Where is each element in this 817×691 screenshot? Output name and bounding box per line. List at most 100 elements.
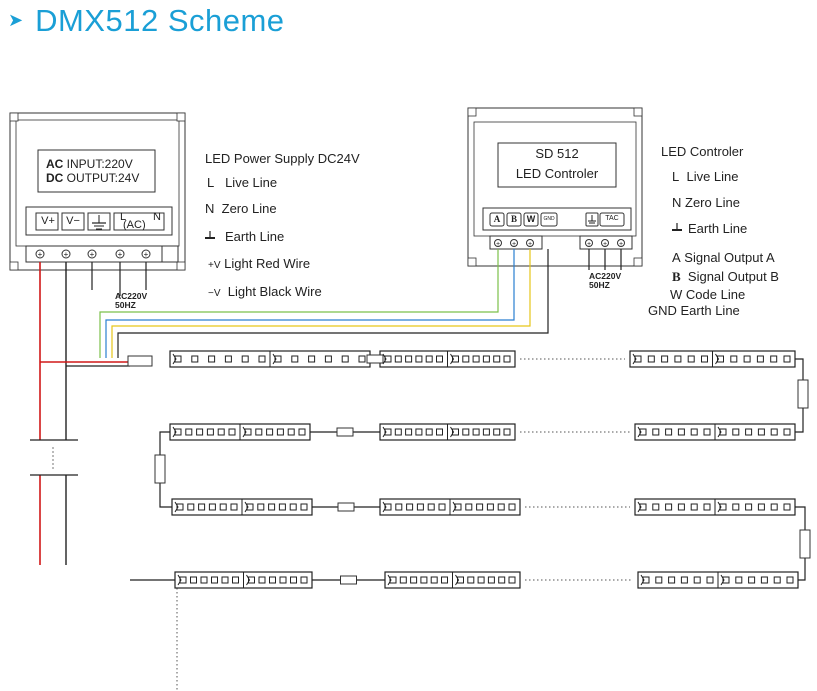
led-fixture <box>379 350 516 368</box>
led-dot <box>425 355 433 363</box>
led-dot <box>278 503 286 511</box>
led-dot <box>465 503 473 511</box>
led-dot <box>185 428 193 436</box>
terminal-vplus-label: V+ <box>41 215 55 227</box>
connector <box>154 454 166 484</box>
mount-tab <box>467 257 477 267</box>
page-title: ➤ DMX512 Scheme <box>8 0 285 40</box>
led-dot <box>425 428 433 436</box>
earth-icon <box>92 215 106 230</box>
led-dot <box>690 503 698 511</box>
led-dot <box>783 355 791 363</box>
fixture-endcap <box>382 353 387 365</box>
blue-wire <box>105 249 515 358</box>
led-dot <box>384 355 392 363</box>
led-dot <box>498 576 506 584</box>
fixture-endcap <box>387 574 392 586</box>
led-dot <box>241 355 249 363</box>
led-dot <box>655 576 663 584</box>
led-dot <box>642 576 650 584</box>
led-dot <box>467 576 475 584</box>
link-plug <box>337 502 355 512</box>
led-dot <box>230 503 238 511</box>
led-dot <box>427 503 435 511</box>
led-dot <box>717 355 724 363</box>
terminal-screw <box>526 239 534 247</box>
led-dot <box>224 355 232 363</box>
terminal-screw <box>585 239 593 247</box>
terminal-side <box>161 245 179 263</box>
fixture-endcap <box>450 426 455 438</box>
ctrl-legend-sigb: B Signal Output B <box>672 269 779 284</box>
led-dot <box>652 503 660 511</box>
led-dot <box>486 503 494 511</box>
led-dot <box>477 576 485 584</box>
led-dot <box>487 576 495 584</box>
led-dot <box>508 576 516 584</box>
fixture-endcap <box>450 353 455 365</box>
led-dot <box>415 428 423 436</box>
led-dot <box>208 503 216 511</box>
led-fixture <box>637 571 799 589</box>
terminal-vplus-box <box>35 212 59 231</box>
btn-b-box <box>506 212 522 227</box>
led-dot <box>476 503 484 511</box>
led-fixture <box>629 350 796 368</box>
btn-w-box <box>523 212 539 227</box>
led-dot <box>719 428 727 436</box>
led-dot <box>416 503 424 511</box>
led-dot <box>677 503 685 511</box>
fixture-endcap <box>272 353 277 365</box>
fixture-endcap <box>720 574 725 586</box>
btn-gnd-box <box>540 212 558 227</box>
led-dot <box>652 428 660 436</box>
terminal-plus: + <box>587 241 591 248</box>
led-dot <box>394 428 402 436</box>
led-dot <box>179 576 187 584</box>
led-dot <box>176 503 184 511</box>
terminal-n-label: N <box>153 211 161 223</box>
led-dot <box>244 428 252 436</box>
power-supply-unit <box>9 112 186 271</box>
terminal-vminus-label: V− <box>66 215 80 227</box>
led-dot <box>680 576 688 584</box>
led-dot <box>457 576 464 584</box>
terminal-plus: + <box>619 241 623 248</box>
power-legend-black: −V Light Black Wire <box>208 284 322 299</box>
fixture-endcap <box>717 501 722 513</box>
led-dot <box>290 576 297 584</box>
terminal-screw <box>494 239 502 247</box>
terminal-plus: + <box>496 241 500 248</box>
led-dot <box>497 503 505 511</box>
link-plug <box>366 354 384 364</box>
led-dot <box>406 503 414 511</box>
fixture-endcap <box>382 501 387 513</box>
led-dot <box>430 576 438 584</box>
fixture-endcap <box>177 574 182 586</box>
led-dot <box>757 503 765 511</box>
power-display-line2: DC OUTPUT:24V <box>46 171 140 185</box>
led-dot <box>190 576 197 584</box>
led-dot <box>706 576 714 584</box>
led-fixture <box>634 423 796 441</box>
led-fixture <box>384 571 521 589</box>
led-dot <box>266 428 274 436</box>
mount-tab <box>9 261 19 271</box>
led-dot <box>757 428 765 436</box>
ctrl-legend-live: L Live Line <box>672 169 739 184</box>
title-text: DMX512 Scheme <box>35 2 285 38</box>
led-dot <box>745 428 753 436</box>
led-fixture <box>169 423 311 441</box>
led-fixture <box>174 571 313 589</box>
led-dot <box>748 576 756 584</box>
terminal-plus: + <box>512 241 516 248</box>
terminal-plus: + <box>90 250 95 259</box>
fixture-link <box>312 502 380 512</box>
led-dot <box>187 503 195 511</box>
led-dot <box>200 576 208 584</box>
led-dot <box>405 428 413 436</box>
led-dot <box>639 428 647 436</box>
terminal-screw <box>141 249 151 259</box>
controller-display-line2: LED Controler <box>515 166 599 181</box>
